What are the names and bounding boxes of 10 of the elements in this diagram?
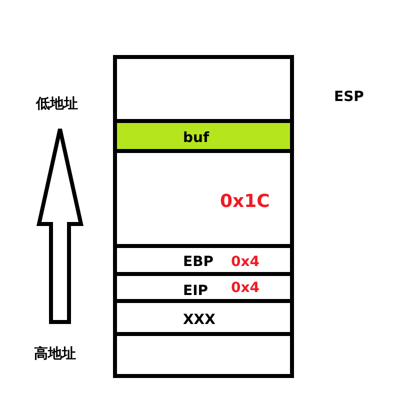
- register-label: ESP: [334, 90, 364, 104]
- address-label: 低地址: [36, 97, 78, 111]
- cell-label: EBP: [183, 255, 214, 269]
- cell-label: buf: [183, 131, 210, 145]
- address-label: 高地址: [34, 347, 76, 361]
- size-label: 0x4: [231, 255, 260, 269]
- cell-label: XXX: [183, 313, 216, 327]
- size-label: 0x4: [231, 281, 260, 295]
- size-label: 0x1C: [220, 193, 270, 211]
- cell-label: EIP: [183, 284, 208, 298]
